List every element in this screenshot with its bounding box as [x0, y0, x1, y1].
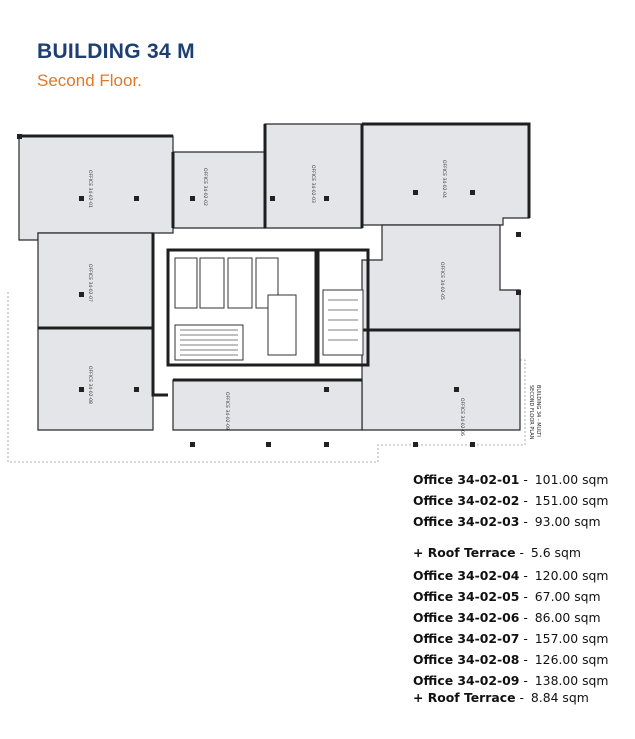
area-name: Office 34-02-01 [413, 472, 520, 487]
area-row: Office 34-02-03 - 93.00 sqm [413, 514, 601, 529]
area-row: Office 34-02-07 - 157.00 sqm [413, 631, 609, 646]
area-name: Office 34-02-02 [413, 493, 520, 508]
site-outline [7, 292, 526, 463]
area-row: Office 34-02-04 - 120.00 sqm [413, 568, 609, 583]
area-value: 8.84 sqm [530, 690, 589, 705]
area-row: + Roof Terrace - 8.84 sqm [413, 690, 589, 705]
area-row: Office 34-02-01 - 101.00 sqm [413, 472, 609, 487]
room-tag-08: OFFICE 34-02-08 [87, 366, 93, 404]
area-name: Office 34-02-08 [413, 652, 520, 667]
area-value: 86.00 sqm [534, 610, 601, 625]
floor-plan: OFFICE 34-02-01 OFFICE 34-02-02 OFFICE 3… [7, 122, 541, 463]
room-tags: OFFICE 34-02-01 OFFICE 34-02-02 OFFICE 3… [87, 160, 465, 436]
area-name: + Roof Terrace [413, 690, 516, 705]
room-tag-07: OFFICE 34-02-07 [87, 264, 93, 302]
room-tag-02: OFFICE 34-02-02 [202, 168, 208, 206]
room-tag-09: OFFICE 34-02-09 [224, 392, 230, 430]
page-subtitle: Second Floor. [37, 71, 142, 90]
plan-side-label: BUILDING 34 - MULTI SECOND FLOOR PLAN [528, 385, 541, 440]
area-row: Office 34-02-06 - 86.00 sqm [413, 610, 601, 625]
area-name: Office 34-02-04 [413, 568, 520, 583]
area-row: + Roof Terrace - 5.6 sqm [413, 545, 581, 560]
area-row: Office 34-02-09 - 138.00 sqm [413, 673, 609, 688]
area-value: 126.00 sqm [534, 652, 609, 667]
room-tag-06: OFFICE 34-02-06 [459, 398, 465, 436]
office-34-02-09 [172, 379, 363, 431]
area-value: 67.00 sqm [534, 589, 601, 604]
stairs [180, 299, 358, 356]
area-row: Office 34-02-08 - 126.00 sqm [413, 652, 609, 667]
area-value: 5.6 sqm [530, 545, 581, 560]
plan-side-label-2: SECOND FLOOR PLAN [528, 385, 534, 440]
plan-side-label-1: BUILDING 34 - MULTI [535, 385, 541, 437]
area-name: Office 34-02-06 [413, 610, 520, 625]
room-tag-03: OFFICE 34-02-03 [310, 165, 316, 203]
area-name: Office 34-02-09 [413, 673, 520, 688]
area-value: 93.00 sqm [534, 514, 601, 529]
area-name: Office 34-02-05 [413, 589, 520, 604]
core-rooms [174, 257, 364, 361]
area-row: Office 34-02-05 - 67.00 sqm [413, 589, 601, 604]
office-34-02-06 [361, 329, 521, 431]
office-34-02-01 [18, 135, 174, 241]
office-rooms [18, 123, 530, 431]
core-walls [19, 122, 531, 397]
office-34-02-07 [37, 232, 154, 329]
room-tag-04: OFFICE 34-02-04 [441, 160, 447, 198]
area-value: 101.00 sqm [534, 472, 609, 487]
page-title: BUILDING 34 M [37, 40, 195, 63]
columns [17, 134, 521, 447]
room-tag-01: OFFICE 34-02-01 [87, 170, 93, 208]
area-row: Office 34-02-02 - 151.00 sqm [413, 493, 609, 508]
area-value: 151.00 sqm [534, 493, 609, 508]
office-34-02-08 [37, 327, 154, 431]
area-value: 157.00 sqm [534, 631, 609, 646]
office-34-02-02 [172, 151, 266, 229]
area-value: 138.00 sqm [534, 673, 609, 688]
area-value: 120.00 sqm [534, 568, 609, 583]
area-name: Office 34-02-03 [413, 514, 520, 529]
area-name: Office 34-02-07 [413, 631, 520, 646]
area-name: + Roof Terrace [413, 545, 516, 560]
room-tag-05: OFFICE 34-02-05 [439, 262, 445, 300]
